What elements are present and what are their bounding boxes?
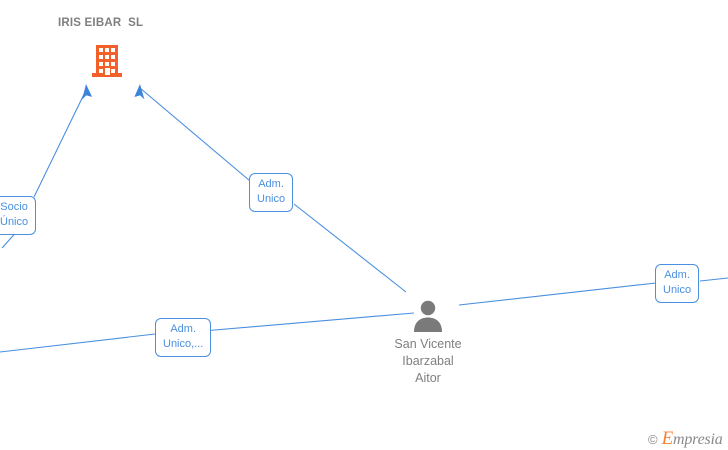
watermark: © Empresia (648, 428, 723, 450)
edge-socio-to-company (33, 87, 88, 198)
edge-adm-right-offscreen (699, 277, 728, 282)
relation-label-line-2: Único (0, 216, 29, 228)
edge-adm-left-to-person (202, 312, 415, 332)
person-name-line-2: Ibarzabal (402, 354, 454, 368)
relation-label-adm-unico-left[interactable]: Adm. Unico,... (155, 318, 212, 357)
relation-label-line-2: Unico (663, 284, 692, 296)
company-node[interactable]: IRIS EIBAR SL (58, 16, 178, 30)
company-name: IRIS EIBAR SL (58, 17, 144, 29)
brand-initial: E (661, 428, 674, 449)
copyright-icon: © (648, 432, 658, 447)
edge-person-to-adm-right (458, 282, 657, 306)
edge-adm-center-to-person (293, 203, 407, 293)
relation-label-adm-unico-right[interactable]: Adm. Unico (655, 264, 700, 303)
relation-label-socio-unico[interactable]: Socio Único (0, 196, 37, 235)
person-name-line-3: Aitor (415, 371, 441, 385)
person-node[interactable]: San Vicente Ibarzabal Aitor (368, 298, 488, 387)
relation-label-line-1: Socio (0, 201, 28, 213)
edge-adm-center-to-company (139, 87, 251, 182)
person-name-line-1: San Vicente (394, 337, 462, 351)
person-name: San Vicente Ibarzabal Aitor (368, 336, 488, 387)
edge-adm-left-offscreen (0, 333, 156, 353)
relation-label-line-1: Adm. (258, 178, 284, 190)
relation-label-adm-unico-center[interactable]: Adm. Unico (249, 173, 294, 212)
brand-name: Empresia (662, 428, 723, 450)
relation-label-line-2: Unico,... (163, 338, 204, 350)
relation-label-line-1: Adm. (664, 269, 690, 281)
arrowhead-left (82, 84, 93, 100)
person-icon (414, 300, 442, 332)
arrowhead-right (134, 84, 145, 100)
relation-label-line-1: Adm. (170, 323, 197, 335)
building-icon[interactable] (92, 44, 122, 78)
brand-rest: mpresia (673, 431, 723, 448)
relation-label-line-2: Unico (257, 193, 286, 205)
